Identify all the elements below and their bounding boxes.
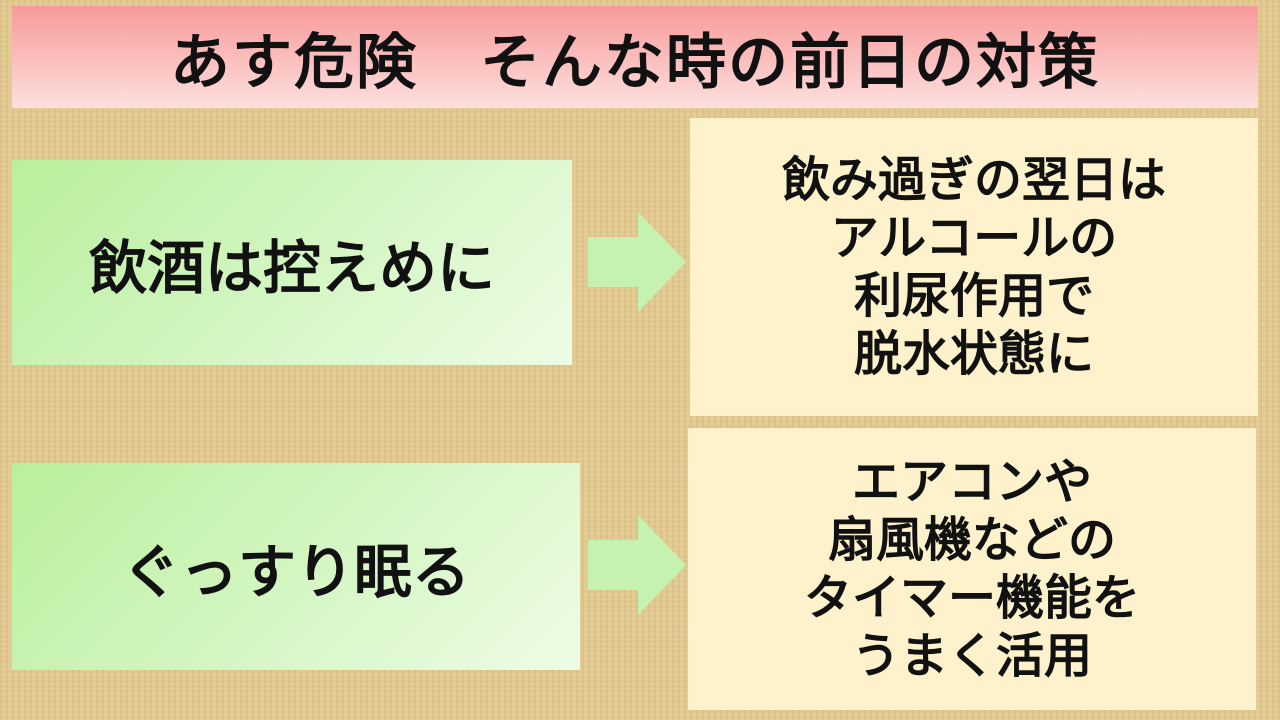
arrow-right-icon	[588, 212, 686, 312]
arrow-right-icon	[588, 515, 686, 615]
action-box-2: ぐっすり眠る	[12, 463, 580, 670]
reason-line: うまく活用	[851, 628, 1092, 684]
reason-line: 脱水状態に	[853, 326, 1094, 382]
reason-line: アルコールの	[830, 210, 1118, 266]
reason-line: エアコンや	[851, 454, 1092, 510]
reason-box-1: 飲み過ぎの翌日は アルコールの 利尿作用で 脱水状態に	[690, 118, 1258, 416]
reason-line: 利尿作用で	[853, 268, 1094, 324]
reason-line: 扇風機などの	[827, 512, 1116, 568]
reason-line: タイマー機能を	[803, 570, 1140, 626]
slide-title: あす危険 そんな時の前日の対策	[12, 6, 1258, 108]
reason-line: 飲み過ぎの翌日は	[781, 152, 1166, 208]
reason-box-2: エアコンや 扇風機などの タイマー機能を うまく活用	[688, 428, 1256, 710]
action-box-1: 飲酒は控えめに	[12, 160, 572, 365]
